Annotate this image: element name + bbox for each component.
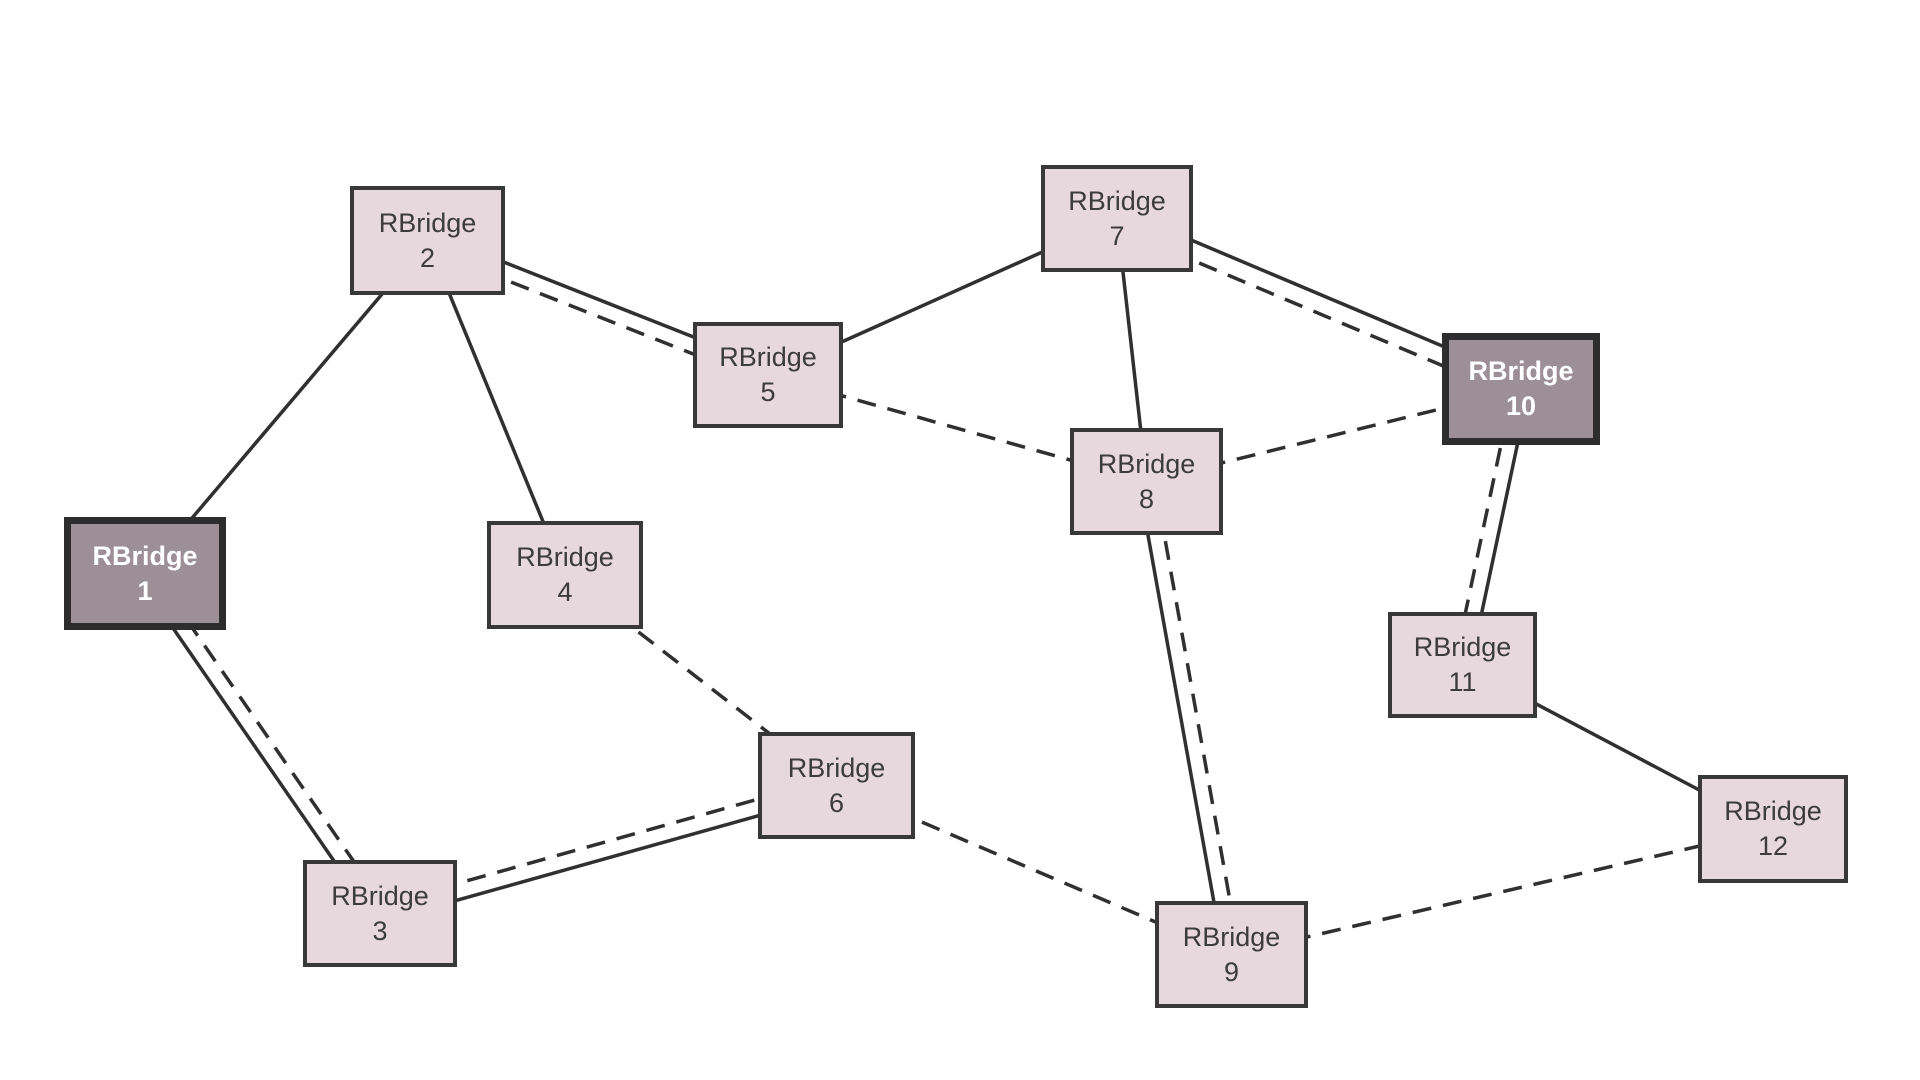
node-label: RBridge	[516, 542, 614, 572]
node-number: 6	[828, 787, 845, 818]
node-label: RBridge	[92, 540, 198, 571]
node-number: 2	[419, 242, 436, 273]
node-label: RBridge	[1097, 448, 1196, 479]
node-number: 7	[1109, 220, 1125, 251]
link-rbridge9-rbridge12-dashed	[1231, 827, 1774, 957]
node-number: 8	[1138, 483, 1155, 514]
node-number: 1	[137, 575, 153, 606]
node-label: RBridge	[1724, 796, 1822, 826]
node-label: RBridge	[331, 880, 429, 911]
node-rbridge-6: RBridge 6	[758, 732, 915, 839]
link-rbridge2-rbridge4-solid	[425, 239, 567, 576]
node-label: RBridge	[1413, 632, 1512, 662]
node-rbridge-7: RBridge 7	[1041, 165, 1193, 272]
node-label: RBridge	[787, 752, 886, 783]
node-number: 12	[1757, 831, 1789, 861]
node-label: RBridge	[1468, 356, 1574, 386]
node-rbridge-12: RBridge 12	[1698, 775, 1848, 883]
node-rbridge-11: RBridge 11	[1388, 612, 1537, 718]
node-rbridge-4: RBridge 4	[487, 521, 643, 629]
node-number: 9	[1223, 956, 1240, 987]
node-rbridge-2: RBridge 2	[350, 186, 505, 295]
node-rbridge-1: RBridge 1	[64, 517, 226, 630]
link-rbridge8-rbridge9-dashed	[1152, 479, 1242, 954]
node-number: 4	[557, 577, 573, 607]
node-rbridge-8: RBridge 8	[1070, 428, 1223, 535]
node-number: 3	[372, 915, 388, 946]
link-rbridge8-rbridge9-solid	[1136, 482, 1226, 957]
node-rbridge-10: RBridge 10	[1442, 333, 1600, 445]
node-rbridge-9: RBridge 9	[1155, 901, 1308, 1008]
node-number: 10	[1505, 391, 1537, 421]
node-rbridge-3: RBridge 3	[303, 860, 457, 967]
node-number: 11	[1448, 667, 1477, 697]
node-label: RBridge	[1182, 921, 1281, 952]
node-label: RBridge	[1068, 185, 1166, 216]
node-label: RBridge	[378, 207, 477, 238]
node-number: 5	[760, 377, 776, 407]
node-label: RBridge	[719, 342, 817, 372]
node-rbridge-5: RBridge 5	[693, 322, 843, 428]
